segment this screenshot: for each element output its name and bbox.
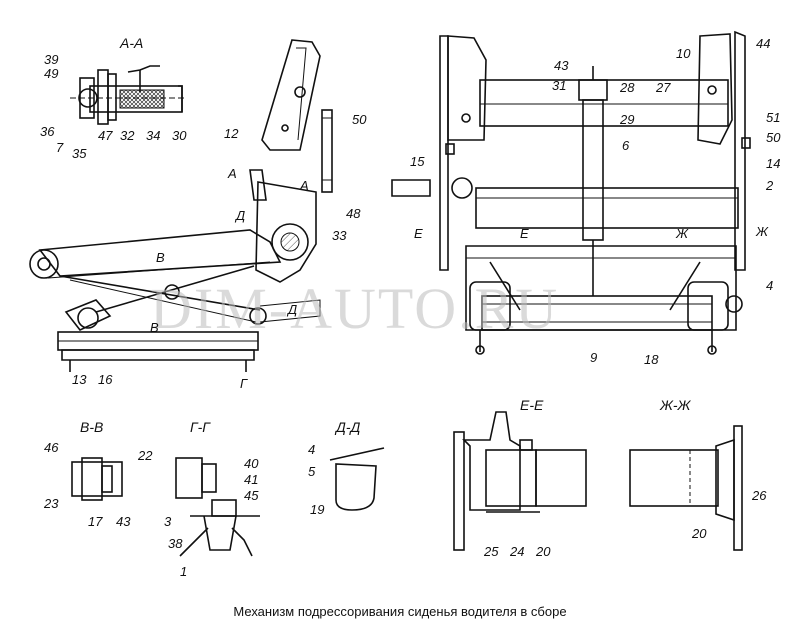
- callout-label: 27: [655, 80, 671, 95]
- callout-label: 26: [751, 488, 767, 503]
- callout-label: 23: [43, 496, 59, 511]
- callout-label: 4: [308, 442, 315, 457]
- callout-label: 50: [352, 112, 367, 127]
- callout-label: 1: [180, 564, 187, 579]
- cut-mark-e-right: Е: [520, 226, 529, 241]
- section-aa-view: А-А: [70, 35, 186, 125]
- callout-label: 41: [244, 472, 258, 487]
- callout-label: 39: [44, 52, 58, 67]
- callout-label: 13: [72, 372, 87, 387]
- callout-label: 29: [619, 112, 634, 127]
- cut-mark-a-right: А: [299, 178, 309, 193]
- section-gg-title: Г-Г: [190, 419, 211, 435]
- callout-label: 44: [756, 36, 770, 51]
- section-dd-view: Д-Д: [329, 419, 385, 511]
- callout-label: 34: [146, 128, 160, 143]
- callout-label: 20: [535, 544, 551, 559]
- cut-mark-zh-left: Ж: [675, 226, 689, 241]
- callout-label: 47: [98, 128, 113, 143]
- watermark-text: DIM-AUTO.RU: [150, 276, 559, 341]
- callout-label: 10: [676, 46, 691, 61]
- callout-label: 6: [622, 138, 630, 153]
- callout-label: 43: [116, 514, 131, 529]
- callout-label: 24: [509, 544, 524, 559]
- callout-label: 15: [410, 154, 425, 169]
- callout-label: 50: [766, 130, 781, 145]
- figure-caption: Механизм подрессоривания сиденья водител…: [233, 604, 566, 619]
- section-zhzh-title: Ж-Ж: [659, 397, 692, 413]
- section-ee-title: Е-Е: [520, 397, 544, 413]
- callout-label: 3: [164, 514, 172, 529]
- callout-label: 12: [224, 126, 239, 141]
- callout-label: 43: [554, 58, 569, 73]
- callout-label: 49: [44, 66, 58, 81]
- callout-label: 9: [590, 350, 597, 365]
- cut-mark-b-bottom: В: [150, 320, 159, 335]
- callout-label: 5: [308, 464, 316, 479]
- section-aa-title: А-А: [119, 35, 143, 51]
- cut-mark-d2: Д: [286, 302, 297, 317]
- callout-label: 19: [310, 502, 324, 517]
- callout-label: 22: [137, 448, 153, 463]
- cut-mark-a-left: А: [227, 166, 237, 181]
- callout-label: 2: [765, 178, 774, 193]
- callout-label: 35: [72, 146, 87, 161]
- callout-label: 32: [120, 128, 135, 143]
- callout-label: 45: [244, 488, 259, 503]
- section-vv-view: В-В: [71, 419, 123, 501]
- callout-label: 46: [44, 440, 59, 455]
- callout-label: 17: [88, 514, 103, 529]
- callout-label: 25: [483, 544, 499, 559]
- cut-mark-zh-right: Ж: [755, 224, 769, 239]
- callout-label: 14: [766, 156, 780, 171]
- callout-label: 31: [552, 78, 566, 93]
- callout-label: 28: [619, 80, 635, 95]
- section-gg-view: Г-Г: [175, 419, 260, 557]
- callout-label: 36: [40, 124, 55, 139]
- cut-mark-d: Д: [234, 208, 245, 223]
- cut-mark-e-left: Е: [414, 226, 423, 241]
- side-view: [29, 39, 333, 372]
- section-zhzh-view: Ж-Ж: [629, 397, 743, 551]
- cut-mark-g: Г: [240, 376, 248, 391]
- section-vv-title: В-В: [80, 419, 103, 435]
- section-ee-view: Е-Е: [453, 397, 587, 551]
- callout-label: 48: [346, 206, 361, 221]
- callout-label: 30: [172, 128, 187, 143]
- callout-label: 38: [168, 536, 183, 551]
- cut-mark-b-top: В: [156, 250, 165, 265]
- callout-labels: 39 49 36 7 35 47 32 34 30 12 50 48 33 13…: [40, 36, 781, 579]
- callout-label: 4: [766, 278, 773, 293]
- callout-label: 51: [766, 110, 780, 125]
- section-dd-title: Д-Д: [334, 419, 361, 435]
- callout-label: 40: [244, 456, 259, 471]
- callout-label: 20: [691, 526, 707, 541]
- callout-label: 18: [644, 352, 659, 367]
- callout-label: 33: [332, 228, 347, 243]
- callout-label: 16: [98, 372, 113, 387]
- front-view: [391, 30, 751, 355]
- callout-label: 7: [56, 140, 64, 155]
